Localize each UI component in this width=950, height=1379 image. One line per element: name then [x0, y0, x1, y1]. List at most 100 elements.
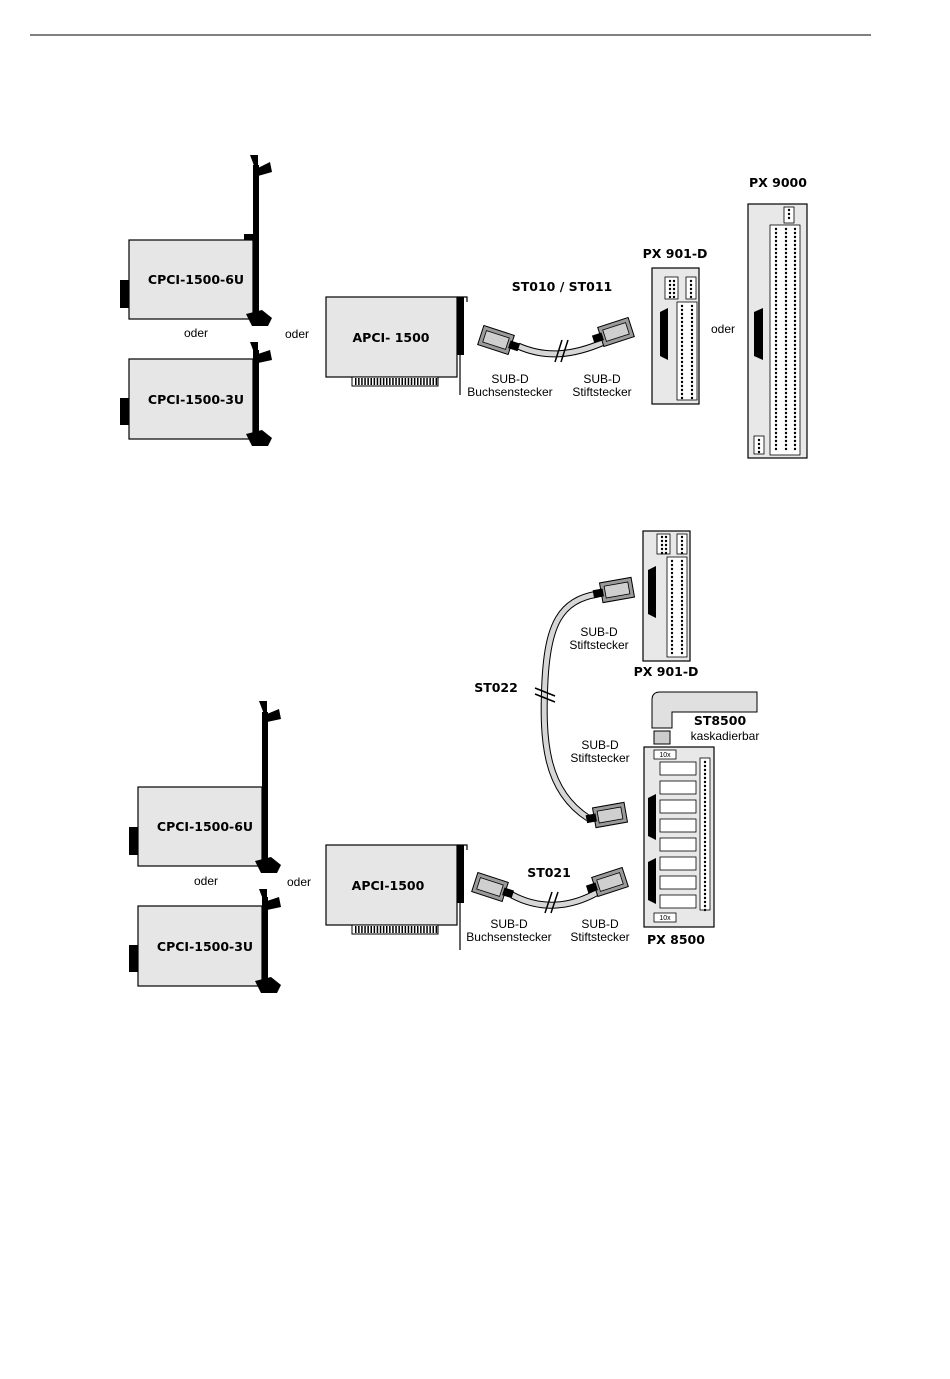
terminal-dot [703, 832, 707, 836]
terminal-dot [680, 396, 684, 400]
terminal-dot [774, 375, 778, 379]
terminal-dot [680, 567, 684, 571]
terminal-dot [793, 295, 797, 299]
terminal-dot [774, 319, 778, 323]
terminal-dot [784, 343, 788, 347]
terminal-dot [670, 611, 674, 615]
bottom-st021-cable: ST021 SUB-D Buchsenstecker SUB-D Stiftst… [466, 865, 629, 944]
terminal-dot [784, 435, 788, 439]
terminal-dot [793, 319, 797, 323]
edge-pin [392, 926, 394, 933]
terminal-dot [784, 335, 788, 339]
terminal-dot [784, 231, 788, 235]
terminal-dot [793, 331, 797, 335]
bottom-kaskadierbar: kaskadierbar [691, 729, 760, 743]
terminal-dot [774, 407, 778, 411]
edge-pin [355, 378, 357, 385]
top-sub-d-female: SUB-D [491, 372, 529, 386]
edge-pin [435, 378, 438, 385]
bottom-st022-cable: ST022 SUB-D Stiftstecker SUB-D Stiftstec… [474, 576, 636, 829]
relay-block [659, 894, 697, 909]
terminal-dot [774, 399, 778, 403]
bottom-px901-label: PX 901-D [634, 664, 699, 679]
terminal-dot [774, 355, 778, 359]
terminal-dot [784, 227, 788, 231]
terminal-dot [774, 371, 778, 375]
terminal-dot [690, 332, 694, 336]
terminal-dot [784, 447, 788, 451]
terminal-dot [703, 780, 707, 784]
terminal-dot [793, 355, 797, 359]
terminal-dot [784, 399, 788, 403]
bottom-stiftstecker-mid: Stiftstecker [570, 751, 629, 765]
terminal-dot [793, 395, 797, 399]
terminal-dot [784, 443, 788, 447]
terminal-dot [784, 351, 788, 355]
terminal-dot [668, 287, 672, 291]
terminal-dot [680, 344, 684, 348]
terminal-dot [660, 547, 664, 551]
edge-pin [373, 378, 376, 385]
terminal-dot [670, 631, 674, 635]
terminal-dot [793, 359, 797, 363]
terminal-dot [703, 856, 707, 860]
terminal-dot [774, 359, 778, 363]
terminal-dot [670, 583, 674, 587]
terminal-dot [774, 307, 778, 311]
terminal-dot [690, 372, 694, 376]
terminal-dot [703, 876, 707, 880]
edge-pin [379, 926, 382, 933]
edge-pin [389, 926, 391, 933]
terminal-dot [793, 367, 797, 371]
edge-pin [407, 378, 410, 385]
terminal-dot [774, 239, 778, 243]
terminal-dot [784, 403, 788, 407]
terminal-dot [793, 291, 797, 295]
relay-block [659, 875, 697, 890]
terminal-dot [664, 547, 668, 551]
terminal-dot [703, 864, 707, 868]
terminal-dot [793, 383, 797, 387]
edge-pin [413, 926, 416, 933]
edge-pin [432, 926, 434, 933]
edge-pin [435, 926, 438, 933]
terminal-dot [703, 764, 707, 768]
top-apci-card: APCI- 1500 [325, 296, 468, 395]
terminal-dot [774, 311, 778, 315]
edge-pin [361, 378, 363, 385]
edge-pin [370, 926, 372, 933]
terminal-dot [793, 235, 797, 239]
terminal-dot [664, 543, 668, 547]
edge-pin [386, 926, 388, 933]
terminal-dot [757, 438, 761, 442]
terminal-dot [690, 316, 694, 320]
terminal-dot [774, 255, 778, 259]
terminal-dot [784, 271, 788, 275]
edge-pin [407, 926, 410, 933]
terminal-dot [784, 387, 788, 391]
terminal-dot [793, 227, 797, 231]
terminal-dot [784, 307, 788, 311]
terminal-dot [680, 579, 684, 583]
bottom-oder-mid: oder [287, 875, 311, 889]
terminal-dot [680, 356, 684, 360]
terminal-dot [680, 563, 684, 567]
terminal-dot [680, 647, 684, 651]
bottom-cpci-3u-card: CPCI-1500-3U [129, 889, 281, 993]
edge-pin [373, 926, 376, 933]
terminal-dot [784, 299, 788, 303]
terminal-dot [793, 427, 797, 431]
bottom-10x-bottom: 10x [659, 915, 671, 922]
terminal-dot [690, 308, 694, 312]
terminal-dot [680, 627, 684, 631]
terminal-dot [703, 824, 707, 828]
terminal-dot [774, 347, 778, 351]
terminal-dot [680, 591, 684, 595]
terminal-dot [784, 407, 788, 411]
terminal-dot [793, 255, 797, 259]
top-oder-cards: oder [184, 326, 208, 340]
terminal-dot [670, 651, 674, 655]
terminal-dot [680, 583, 684, 587]
terminal-dot [680, 571, 684, 575]
bottom-buchsenstecker: Buchsenstecker [466, 930, 551, 944]
